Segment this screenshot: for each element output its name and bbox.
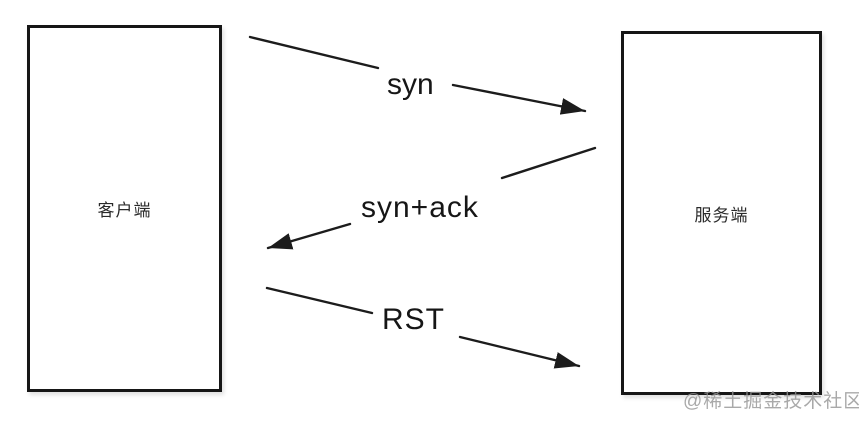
syn-message-label: syn (387, 68, 434, 101)
syn-ack-message-label: syn+ack (361, 191, 479, 224)
server-node-box: 服务端 (621, 31, 822, 395)
server-node-label: 服务端 (694, 205, 749, 225)
client-node-box: 客户端 (27, 25, 222, 392)
watermark: @稀土掘金技术社区 (683, 391, 859, 412)
client-node-label: 客户端 (97, 201, 152, 220)
rst-message-label: RST (382, 303, 445, 336)
